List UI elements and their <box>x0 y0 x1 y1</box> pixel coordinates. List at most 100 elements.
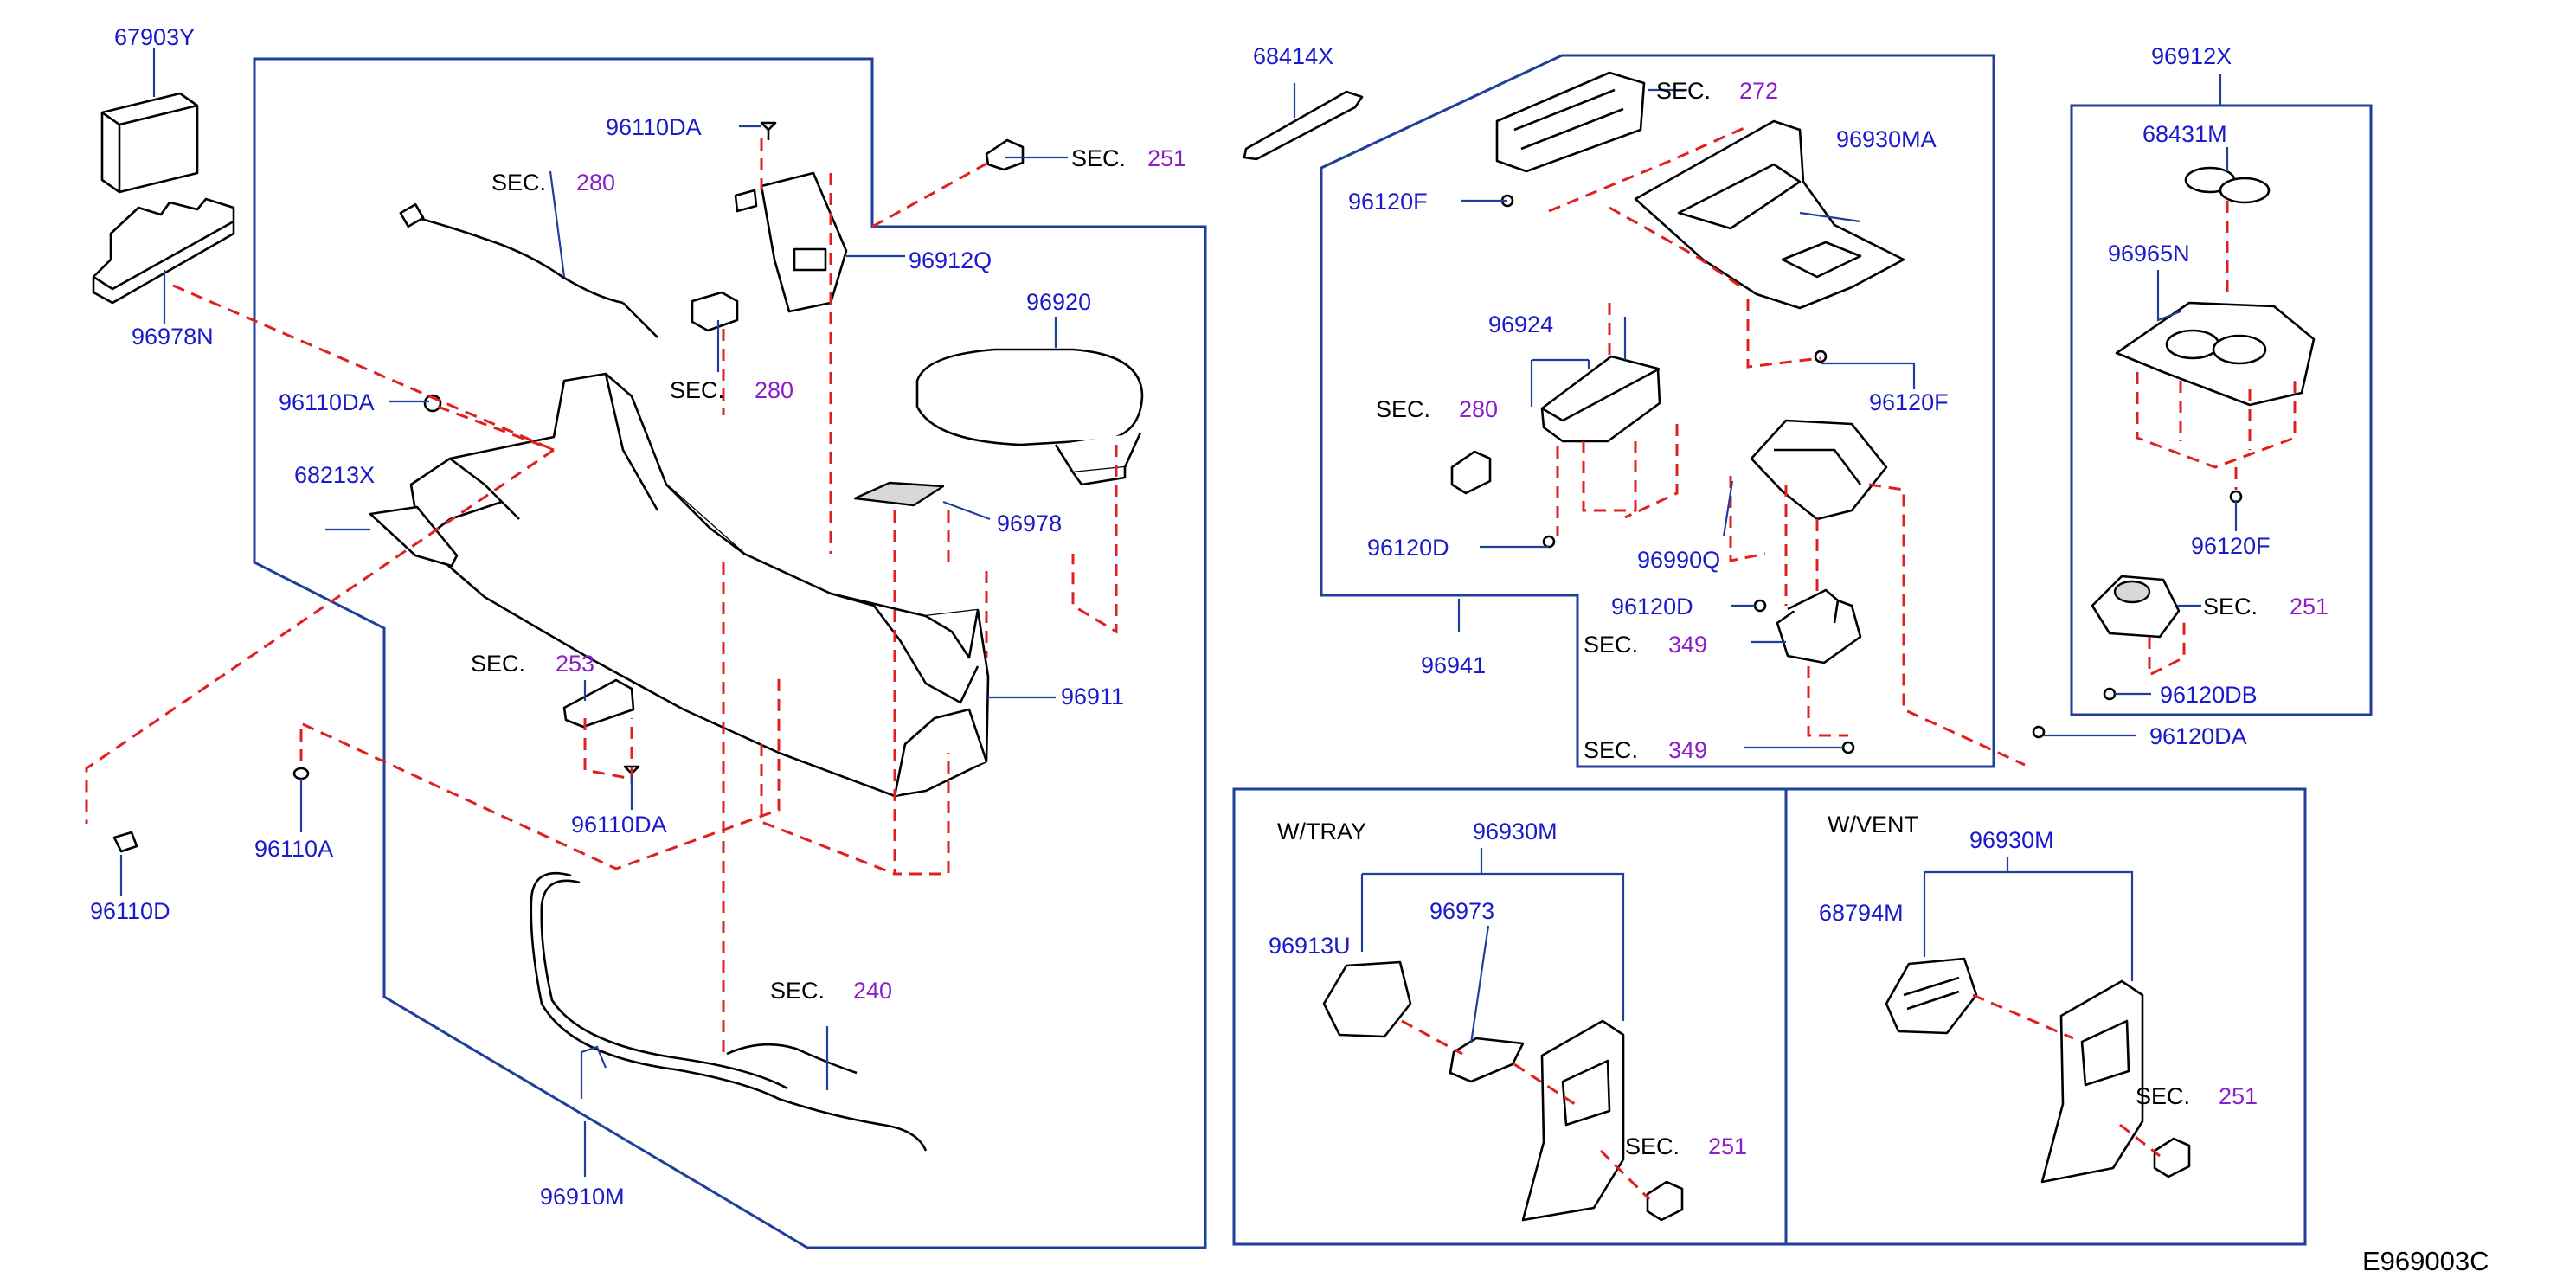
sec-number: 272 <box>1739 78 1778 104</box>
control-unit-sec272 <box>1495 71 1646 173</box>
rear-finisher-vent <box>2040 979 2144 1184</box>
sec-word: SEC. <box>491 170 546 196</box>
sec-word: SEC. <box>1071 145 1126 171</box>
selector-sec349 <box>1776 588 1862 664</box>
part-label-96978N[interactable]: 96978N <box>132 324 214 350</box>
part-label-96110DA-left[interactable]: 96110DA <box>279 389 375 415</box>
part-label-96110DA-bottom[interactable]: 96110DA <box>571 812 667 838</box>
connector-sec251-tray <box>1646 1180 1684 1222</box>
part-label-96912Q[interactable]: 96912Q <box>909 247 992 273</box>
part-label-96978[interactable]: 96978 <box>997 510 1062 536</box>
bracket-sec253 <box>562 678 635 729</box>
sec-number: 251 <box>2290 594 2329 620</box>
lining-96978 <box>853 481 945 507</box>
sec-word: SEC. <box>2203 594 2258 620</box>
connector-sec251-vent <box>2153 1137 2191 1178</box>
part-label-96913U[interactable]: 96913U <box>1269 933 1351 959</box>
part-label-96110A[interactable]: 96110A <box>254 836 333 862</box>
part-label-96120D-a[interactable]: 96120D <box>1367 535 1449 561</box>
diagram-code: E969003C <box>2362 1246 2489 1276</box>
w-vent-frame <box>1784 787 2307 1246</box>
part-label-96930M-vent[interactable]: 96930M <box>1969 827 2054 853</box>
part-label-96912X[interactable]: 96912X <box>2151 43 2232 69</box>
part-label-96120D-b[interactable]: 96120D <box>1611 594 1693 620</box>
rear-finisher-tray <box>1521 1019 1625 1222</box>
part-label-96973[interactable]: 96973 <box>1429 898 1494 924</box>
tray-96913U <box>1322 960 1412 1038</box>
part-label-96920[interactable]: 96920 <box>1026 289 1091 315</box>
bracket-96990Q <box>1750 419 1888 521</box>
sec-ref-240[interactable]: SEC. 240 <box>770 978 892 1004</box>
part-label-96110D[interactable]: 96110D <box>90 898 170 924</box>
cup-holder-96965N <box>2115 301 2316 407</box>
connector-sec280-front <box>1450 450 1492 495</box>
sec-number: 240 <box>853 978 892 1004</box>
spacer-96978N <box>92 197 235 305</box>
cup-insert-68431M <box>2184 166 2271 204</box>
sec-number: 253 <box>556 651 594 677</box>
sec-ref-251-vent[interactable]: SEC. 251 <box>2136 1083 2258 1109</box>
part-label-96941[interactable]: 96941 <box>1421 652 1486 678</box>
group-label-w-tray: W/TRAY <box>1277 819 1366 844</box>
part-label-68414X[interactable]: 68414X <box>1253 43 1333 69</box>
sec-word: SEC. <box>1376 396 1430 422</box>
harness-96910M <box>530 871 928 1152</box>
vent-68794M <box>1885 957 1978 1035</box>
lining-96973 <box>1449 1037 1525 1083</box>
connector-sec280-lower <box>691 291 739 332</box>
part-label-96930M-tray[interactable]: 96930M <box>1473 819 1558 844</box>
part-label-96930MA[interactable]: 96930MA <box>1836 126 1937 152</box>
sec-ref-251-tray[interactable]: SEC. 251 <box>1625 1133 1747 1159</box>
finisher-96930MA <box>1634 119 1905 310</box>
part-label-96120DA[interactable]: 96120DA <box>2149 723 2247 749</box>
sec-word: SEC. <box>1584 632 1638 658</box>
connector-sec280-upper <box>399 202 658 338</box>
grommet-96110A <box>292 767 310 780</box>
clip-96110DA-top <box>760 121 777 140</box>
solid-leaders <box>119 48 2238 1177</box>
sec-ref-280-front[interactable]: SEC. 280 <box>1376 396 1498 422</box>
part-label-68794M[interactable]: 68794M <box>1819 900 1904 926</box>
side-cover-68213X <box>369 505 459 568</box>
w-tray-frame <box>1232 787 1788 1246</box>
trim-68414X <box>1243 90 1364 161</box>
part-label-96910M[interactable]: 96910M <box>540 1184 625 1210</box>
sec-ref-349-upper[interactable]: SEC. 349 <box>1584 632 1707 658</box>
part-label-96965N[interactable]: 96965N <box>2108 241 2190 266</box>
part-label-68431M[interactable]: 68431M <box>2142 121 2227 147</box>
sec-ref-272[interactable]: SEC. 272 <box>1656 78 1778 104</box>
screws-cup-section <box>2032 490 2243 739</box>
sec-word: SEC. <box>2136 1083 2190 1109</box>
bracket-sec251-top <box>985 138 1025 171</box>
part-label-96120F-b[interactable]: 96120F <box>1869 389 1949 415</box>
part-label-96110DA-top[interactable]: 96110DA <box>606 114 702 140</box>
part-label-96120DB[interactable]: 96120DB <box>2160 682 2258 708</box>
part-label-96990Q[interactable]: 96990Q <box>1637 547 1720 573</box>
switch-sec251-cup <box>2091 575 2181 639</box>
part-label-96120F-a[interactable]: 96120F <box>1348 189 1428 215</box>
sec-ref-280-upper[interactable]: SEC. 280 <box>491 170 615 196</box>
sec-number: 251 <box>1708 1133 1747 1159</box>
sec-number: 251 <box>2219 1083 2258 1109</box>
sec-ref-253[interactable]: SEC. 253 <box>471 651 594 677</box>
part-label-67903Y[interactable]: 67903Y <box>114 24 195 50</box>
sec-word: SEC. <box>770 978 825 1004</box>
sec-word: SEC. <box>1625 1133 1680 1159</box>
sec-number: 280 <box>1459 396 1498 422</box>
part-label-96120F-c[interactable]: 96120F <box>2191 533 2271 559</box>
sec-number: 280 <box>755 377 793 403</box>
sec-word: SEC. <box>1656 78 1711 104</box>
sec-ref-251-top[interactable]: SEC. 251 <box>1071 145 1186 171</box>
clip-96110D <box>112 831 138 853</box>
sec-ref-251-cup[interactable]: SEC. 251 <box>2203 594 2329 620</box>
main-console-frame <box>253 57 1207 1249</box>
part-label-96911[interactable]: 96911 <box>1061 684 1124 709</box>
sec-ref-280-lower[interactable]: SEC. 280 <box>670 377 793 403</box>
part-label-96924[interactable]: 96924 <box>1488 311 1553 337</box>
sec-ref-349-lower[interactable]: SEC. 349 <box>1584 737 1707 763</box>
console-body-96911 <box>409 372 990 798</box>
sec-number: 349 <box>1668 632 1707 658</box>
sec-number: 251 <box>1147 145 1186 171</box>
part-label-68213X[interactable]: 68213X <box>294 462 375 488</box>
